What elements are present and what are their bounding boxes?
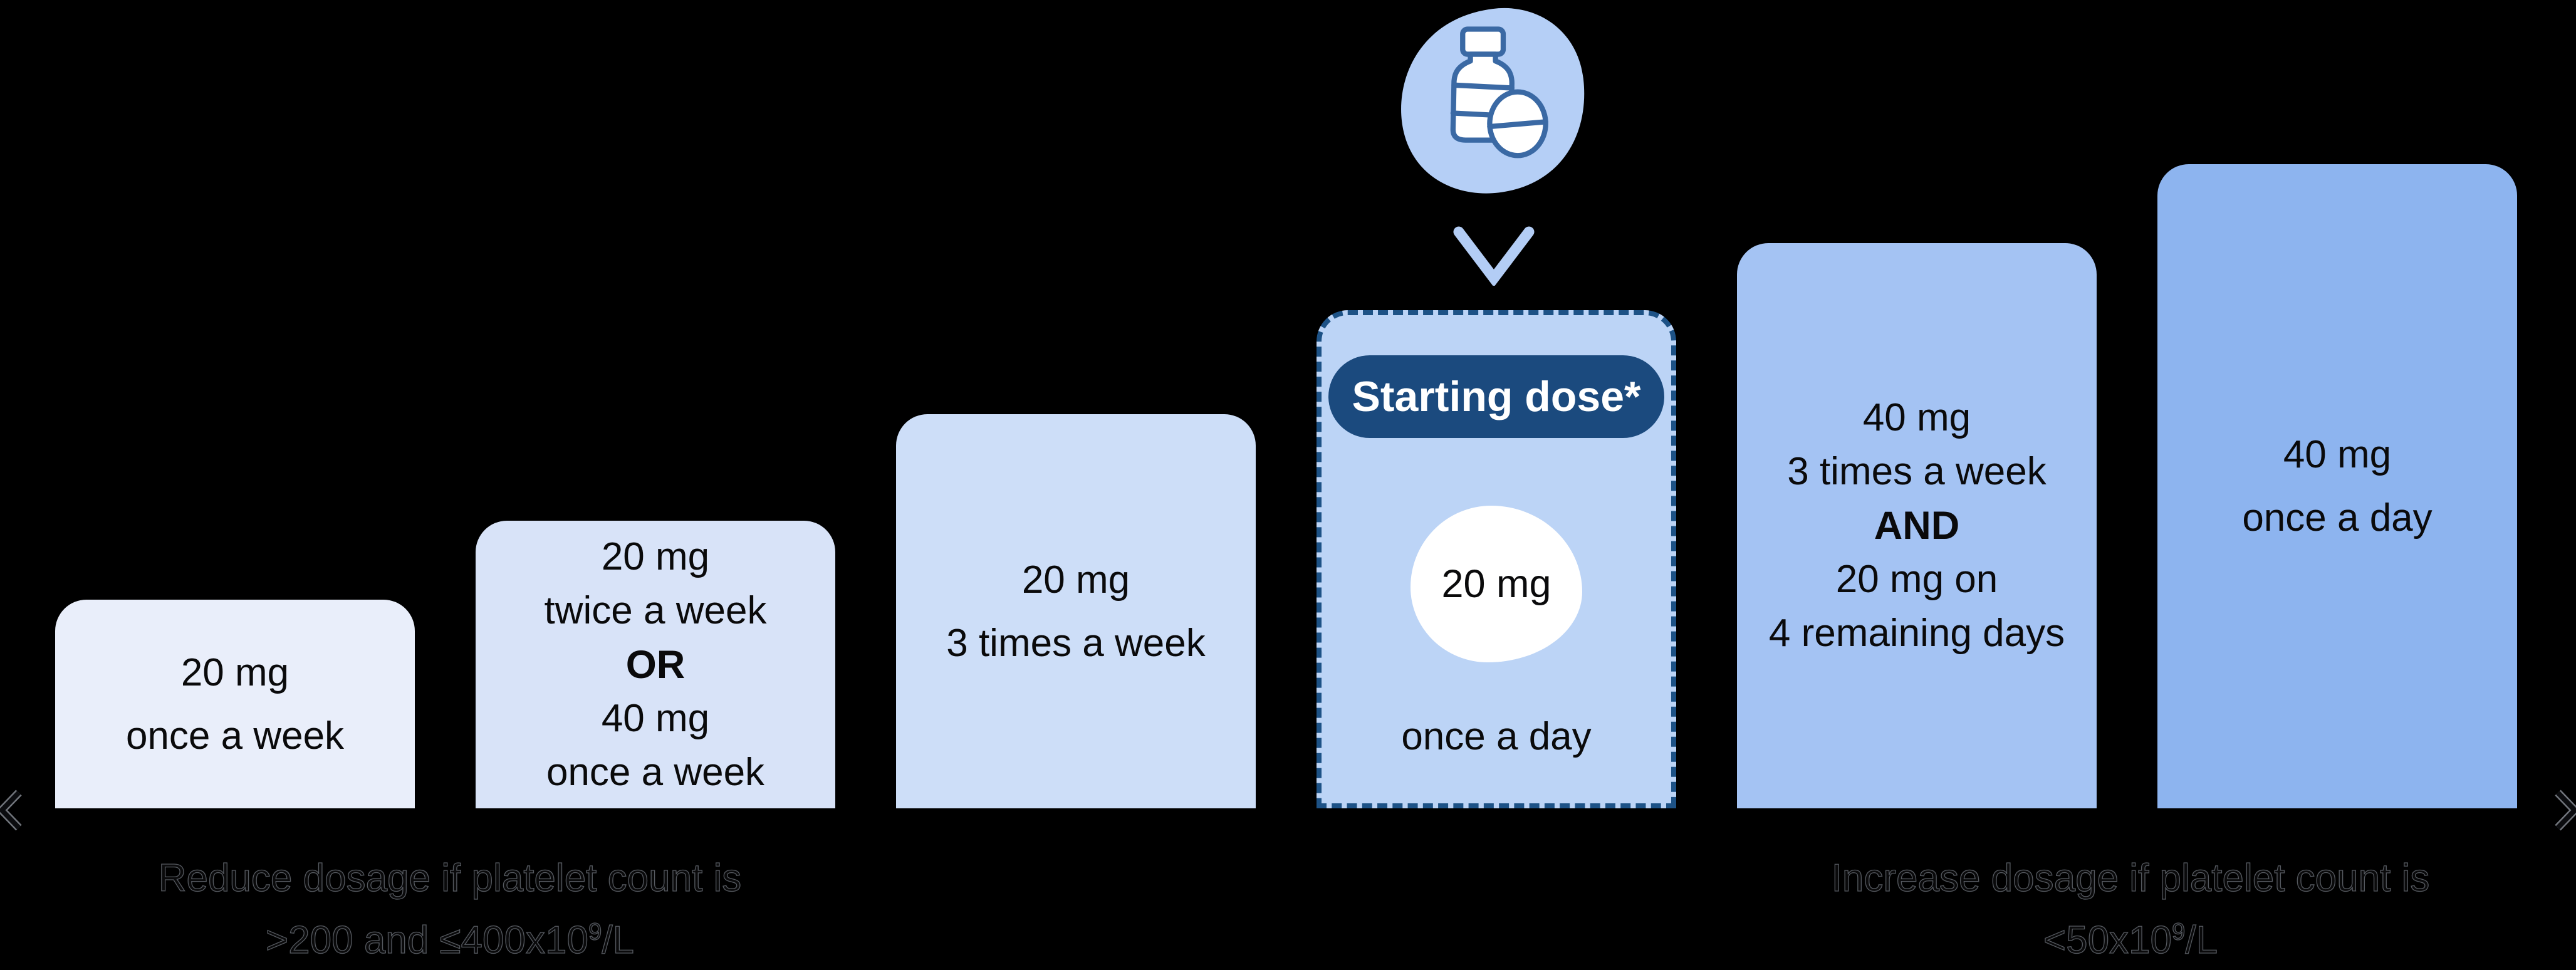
chevron-right-icon: [2555, 790, 2576, 831]
dose-text: 40 mg: [1862, 396, 1971, 439]
medication-icon-blob: [1401, 8, 1585, 194]
dose-text: 20 mg: [1021, 558, 1130, 602]
dose-step-3: 20 mg 3 times a week: [896, 414, 1256, 808]
caption-unit: /L: [2185, 918, 2218, 962]
bottle-label-line: [1451, 82, 1515, 91]
caption-line: <50x109/L: [1692, 909, 2569, 970]
dose-step-2: 20 mg twice a week OR 40 mg once a week: [476, 521, 835, 808]
dose-text: 20 mg on: [1835, 558, 1998, 601]
reduce-dosage-caption: Reduce dosage if platelet count is >200 …: [11, 847, 889, 970]
caption-unit: /L: [602, 918, 635, 962]
dose-text: twice a week: [544, 588, 767, 632]
dose-text: 4 remaining days: [1768, 612, 2065, 655]
increase-dosage-caption: Increase dosage if platelet count is <50…: [1692, 847, 2569, 970]
pill-dose-label: 20 mg: [1441, 562, 1551, 606]
dose-step-1: 20 mg once a week: [55, 600, 415, 808]
starting-dose-badge: Starting dose*: [1328, 355, 1665, 438]
dose-step-5: 40 mg 3 times a week AND 20 mg on 4 rema…: [1737, 243, 2097, 808]
dose-step-6: 40 mg once a day: [2157, 164, 2517, 808]
pill-score-line: [1487, 119, 1548, 130]
dose-text: once a week: [125, 714, 345, 758]
caption-line: >200 and ≤400x109/L: [11, 909, 889, 970]
caption-superscript: 9: [588, 918, 602, 946]
dose-step-4-starting-dose: Starting dose* 20 mg once a day: [1317, 310, 1676, 808]
medicine-bottle-cap-icon: [1460, 26, 1506, 57]
dose-text: 20 mg: [601, 535, 710, 578]
caption-line: Reduce dosage if platelet count is: [158, 856, 742, 900]
pill-blob: 20 mg: [1411, 506, 1582, 662]
caption-threshold: <50x10: [2043, 918, 2172, 962]
dose-text: 3 times a week: [1787, 450, 2047, 493]
dose-text-or: OR: [625, 642, 686, 687]
caption-threshold: >200 and ≤400x10: [265, 918, 588, 962]
dose-text: 40 mg: [2283, 433, 2392, 476]
chevron-left-icon: [0, 790, 22, 831]
dose-text-and: AND: [1874, 504, 1960, 548]
dose-text: once a day: [2242, 496, 2433, 540]
caption-superscript: 9: [2171, 918, 2186, 946]
dose-text: 40 mg: [601, 696, 710, 740]
dose-text: once a day: [1401, 715, 1592, 758]
dose-text: once a week: [546, 750, 765, 794]
dose-text: 3 times a week: [946, 621, 1206, 665]
arrow-down-icon: [1453, 226, 1535, 286]
caption-line: Increase dosage if platelet count is: [1831, 856, 2430, 900]
dose-text: 20 mg: [180, 650, 289, 694]
